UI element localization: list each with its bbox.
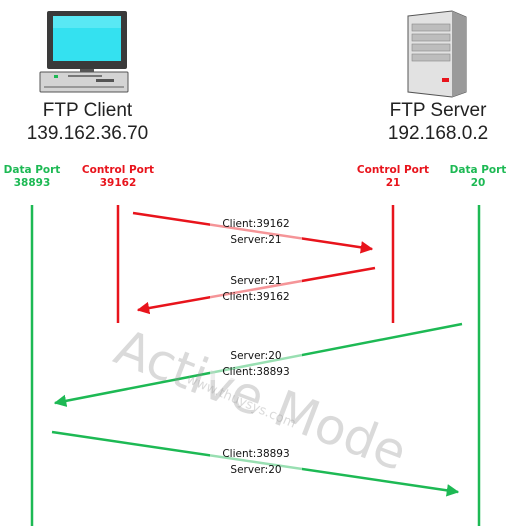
client-name: FTP Client <box>42 100 133 121</box>
message-source: Client:38893 <box>222 448 290 460</box>
server-ip: 192.168.0.2 <box>387 123 489 144</box>
client-ip: 139.162.36.70 <box>26 123 149 144</box>
client-control-port-number: 39162 <box>99 177 137 189</box>
message-destination: Client:39162 <box>222 291 290 303</box>
message-source: Server:20 <box>230 350 282 362</box>
message-label: Server:21 Client:39162 <box>210 273 302 305</box>
server-tower-icon <box>407 10 467 98</box>
message-label: Server:20 Client:38893 <box>210 348 302 380</box>
server-name: FTP Server <box>389 100 487 121</box>
server-control-port-title: Control Port <box>356 164 430 176</box>
message-label: Client:39162 Server:21 <box>210 216 302 248</box>
message-destination: Server:21 <box>230 234 282 246</box>
server-data-port-number: 20 <box>470 177 486 189</box>
client-control-port-title: Control Port <box>81 164 155 176</box>
client-control-port-label: Control Port 39162 <box>76 164 160 190</box>
message-destination: Server:20 <box>230 464 282 476</box>
client-header: FTP Client 139.162.36.70 <box>0 99 175 145</box>
message-source: Client:39162 <box>222 218 290 230</box>
client-data-port-number: 38893 <box>13 177 51 189</box>
desktop-computer-icon <box>39 11 129 93</box>
server-control-port-label: Control Port 21 <box>351 164 435 190</box>
message-destination: Client:38893 <box>222 366 290 378</box>
client-data-port-label: Data Port 38893 <box>0 164 64 190</box>
client-data-port-title: Data Port <box>3 164 61 176</box>
server-data-port-title: Data Port <box>449 164 507 176</box>
server-header: FTP Server 192.168.0.2 <box>365 99 511 145</box>
message-source: Server:21 <box>230 275 282 287</box>
message-label: Client:38893 Server:20 <box>210 446 302 478</box>
server-control-port-number: 21 <box>385 177 401 189</box>
server-data-port-label: Data Port 20 <box>445 164 511 190</box>
